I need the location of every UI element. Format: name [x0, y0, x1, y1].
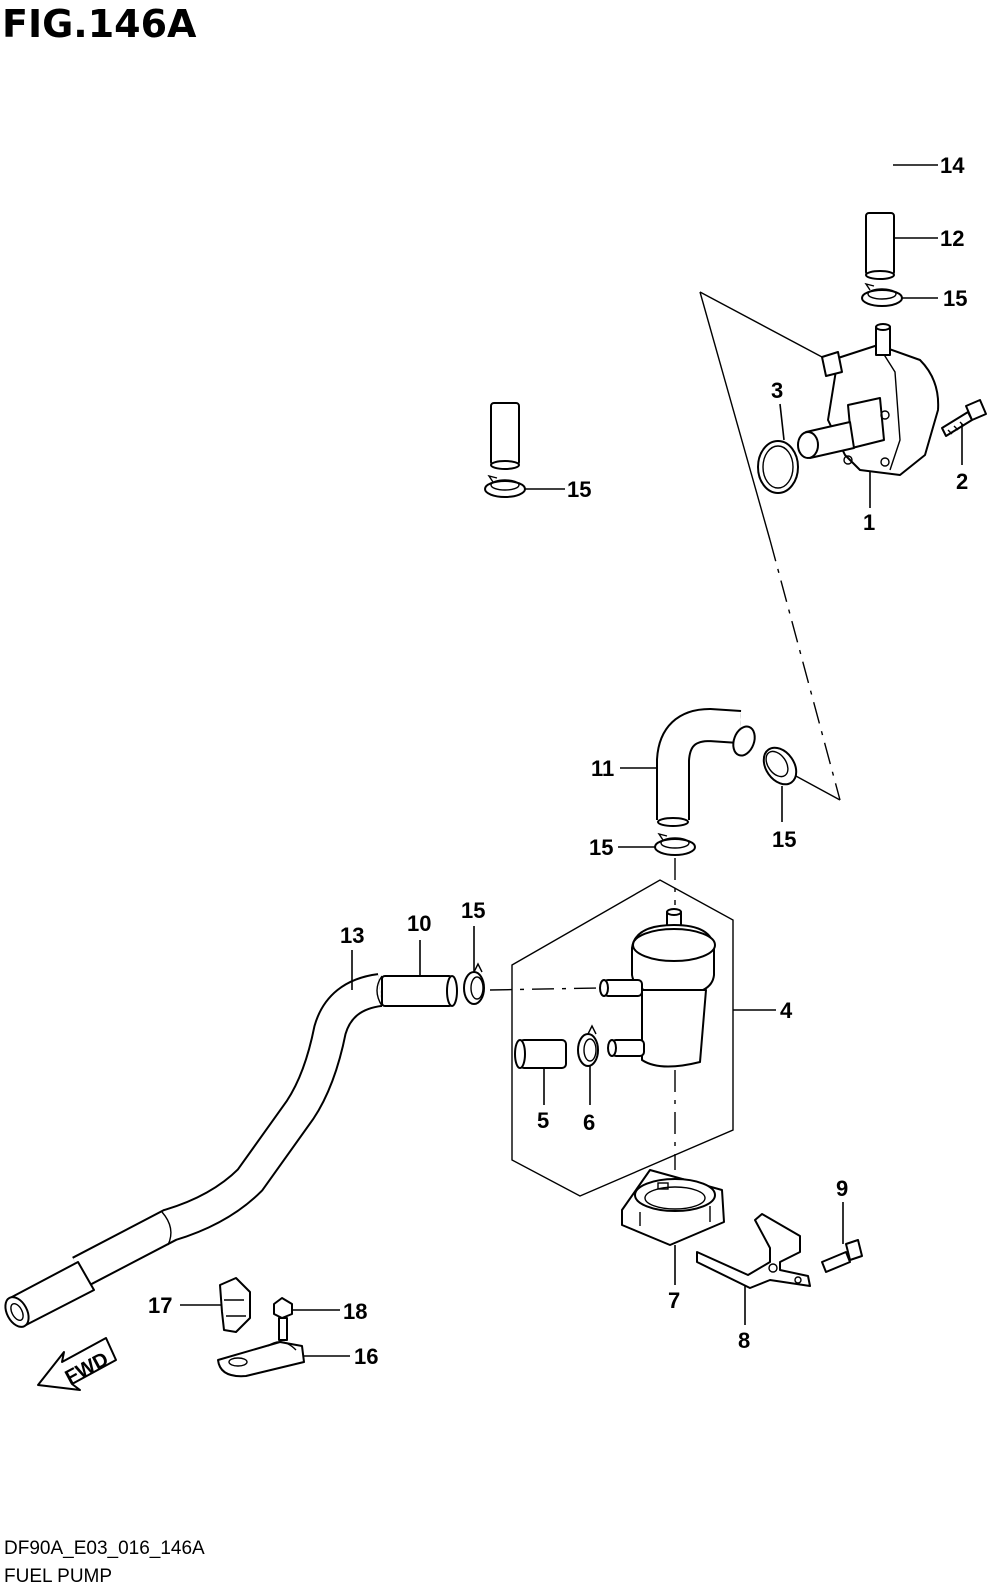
hose-13[interactable]: [72, 973, 383, 1288]
clamp-15-hose11-right[interactable]: [757, 742, 803, 791]
callout-15-upper-left: 15: [567, 477, 591, 502]
callout-2: 2: [956, 469, 968, 494]
callout-13: 13: [340, 923, 364, 948]
leader-lines: [180, 164, 963, 1357]
bolt-9[interactable]: [821, 1239, 863, 1273]
callout-15-hose10: 15: [461, 898, 485, 923]
callout-15-upper-right: 15: [943, 286, 967, 311]
assembly-dash-filter-left: [489, 987, 601, 991]
callout-10: 10: [407, 911, 431, 936]
hose-14[interactable]: [490, 57, 895, 403]
bracket-8[interactable]: [696, 1213, 811, 1289]
callout-9: 9: [836, 1176, 848, 1201]
clamp-15-hose10[interactable]: [463, 962, 485, 1005]
assembly-line-upper: [699, 291, 823, 358]
callout-12: 12: [940, 226, 964, 251]
drawing-code: DF90A_E03_016_146A: [4, 1538, 205, 1559]
callout-1: 1: [863, 510, 875, 535]
fuel-filter[interactable]: [599, 908, 716, 1068]
cap-5[interactable]: [514, 1039, 567, 1069]
fuel-pump[interactable]: [797, 323, 940, 476]
figure-title: FIG.146A: [2, 2, 197, 46]
o-ring-3[interactable]: [757, 440, 799, 494]
callout-7: 7: [668, 1288, 680, 1313]
bolt-18[interactable]: [273, 1297, 293, 1341]
clamp-6[interactable]: [577, 1024, 599, 1067]
bolt-2[interactable]: [941, 399, 987, 437]
hose-left-end[interactable]: [490, 402, 520, 470]
callout-3: 3: [771, 378, 783, 403]
clamp-15-upper-right[interactable]: [861, 282, 903, 307]
callout-5: 5: [537, 1108, 549, 1133]
callout-8: 8: [738, 1328, 750, 1353]
clamp-15-hose11-bottom[interactable]: [654, 832, 696, 856]
assembly-line-lower: [793, 774, 841, 801]
hose-10[interactable]: [376, 975, 458, 1007]
callout-16: 16: [354, 1344, 378, 1369]
clip-17[interactable]: [219, 1277, 251, 1333]
assembly-line-upper-left: [699, 291, 771, 541]
fwd-arrow: FWD: [37, 1337, 117, 1391]
callout-4: 4: [780, 998, 793, 1023]
figure-name: FUEL PUMP: [4, 1566, 113, 1587]
callout-15-hose11-bottom: 15: [589, 835, 613, 860]
filter-assembly-box: [511, 879, 734, 1197]
clamp-15-upper-left[interactable]: [484, 474, 526, 498]
hose-11[interactable]: [656, 707, 759, 827]
callout-14: 14: [940, 153, 965, 178]
clamp-16[interactable]: [217, 1341, 305, 1378]
bracket-7[interactable]: [621, 1169, 725, 1246]
callout-15-hose11-right: 15: [772, 827, 796, 852]
callout-11: 11: [591, 756, 614, 781]
callout-17: 17: [148, 1293, 172, 1318]
hose-12-end[interactable]: [865, 212, 895, 280]
hose-13-end[interactable]: [1, 1261, 95, 1331]
callout-18: 18: [343, 1299, 367, 1324]
assembly-line-dashed: [769, 539, 841, 801]
callout-6: 6: [583, 1110, 595, 1135]
